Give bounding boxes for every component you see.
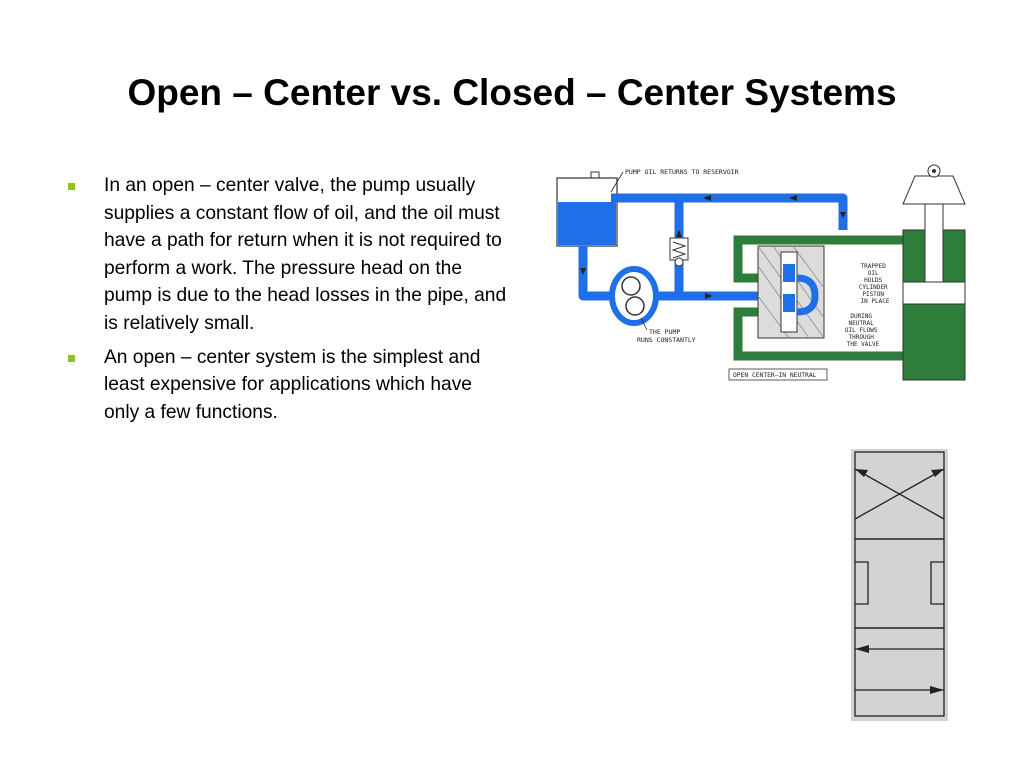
diagram-caption: OPEN CENTER—IN NEUTRAL [733, 372, 817, 379]
bullet-list: In an open – center valve, the pump usua… [62, 172, 507, 432]
bullet-text: An open – center system is the simplest … [104, 346, 481, 423]
open-center-circuit-diagram: PUMP OIL RETURNS TO RESERVOIR THE PUMP R… [556, 164, 966, 381]
pump-label: THE PUMP RUNS CONSTANTLY [637, 328, 696, 344]
bullet-square-icon [68, 183, 75, 190]
pump-icon [609, 266, 659, 326]
control-valve [757, 245, 825, 339]
trapped-oil-label: TRAPPED OIL HOLDS CYLINDER PISTON IN PLA… [859, 263, 892, 305]
relief-valve [669, 237, 689, 267]
bullet-square-icon [68, 354, 75, 362]
return-label: PUMP OIL RETURNS TO RESERVOIR [625, 168, 739, 176]
reservoir [556, 171, 618, 247]
valve-symbol-diagram [851, 449, 948, 721]
neutral-flow-label: DURING NEUTRAL OIL FLOWS THROUGH THE VAL… [845, 313, 881, 348]
flow-arrows [580, 195, 846, 299]
bullet-item: An open – center system is the simplest … [62, 344, 507, 427]
bullet-text: In an open – center valve, the pump usua… [104, 175, 507, 334]
bullet-item: In an open – center valve, the pump usua… [62, 172, 507, 338]
cylinder [902, 164, 966, 381]
slide-title: Open – Center vs. Closed – Center System… [127, 72, 897, 113]
trapped-oil-lines [733, 235, 908, 361]
